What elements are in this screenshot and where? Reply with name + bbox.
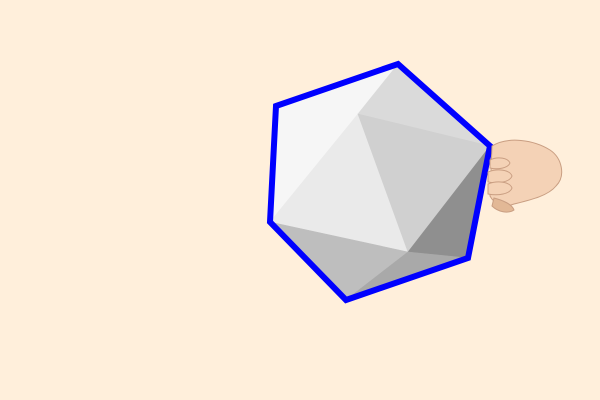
hand-finger-1	[489, 157, 511, 170]
hand-thumb	[491, 197, 515, 213]
icosahedron-object[interactable]	[266, 60, 494, 304]
selection-outline	[266, 60, 494, 304]
hand-finger-3	[487, 181, 513, 196]
grab-hand-icon	[487, 139, 563, 213]
